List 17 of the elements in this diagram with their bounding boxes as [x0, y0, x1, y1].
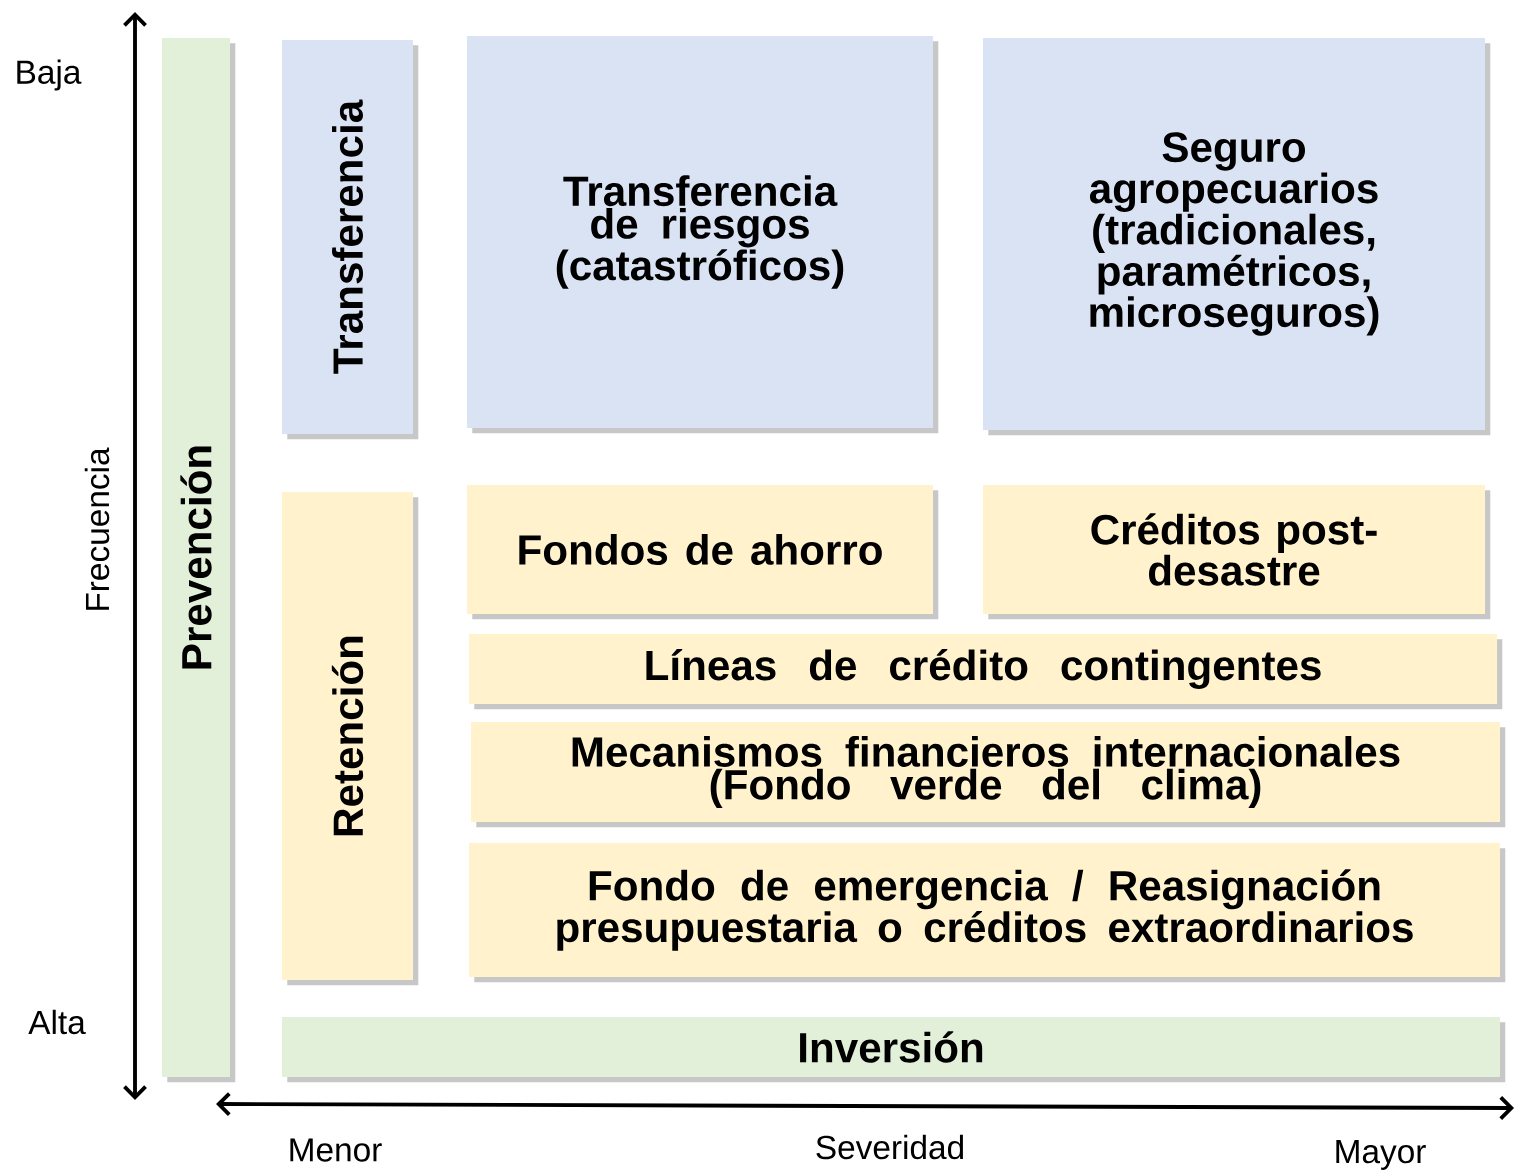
- instrument-box: Mecanismos financieros internacionales (Fondo verde del clima): [471, 722, 1506, 828]
- instrument-box: Líneas de crédito contingentes: [469, 634, 1503, 710]
- axis-title: Severidad: [816, 1134, 963, 1160]
- axis-label: Baja: [17, 59, 82, 91]
- band: Inversión: [282, 1017, 1506, 1083]
- band: Prevención: [162, 38, 236, 1083]
- instrument-box: Fondos de ahorro: [467, 485, 939, 620]
- category-box: Transferencia: [282, 40, 419, 440]
- axis-label: Mayor: [1336, 1140, 1426, 1170]
- instrument-box: Seguro agropecuarios (tradicionales, paramétricos, microseguros): [983, 38, 1491, 436]
- instrument-box: Transferencia de riesgos (catastróficos): [467, 36, 939, 434]
- instrument-box: Fondo de emergencia / Reasignación presupuestaria o créditos extraordinarios: [469, 843, 1506, 983]
- axis-label: Menor: [290, 1138, 382, 1162]
- axis-title: Frecuencia: [84, 447, 110, 610]
- instrument-box: Créditos post-desastre: [983, 485, 1491, 620]
- axis-label: Alta: [28, 1009, 86, 1035]
- category-box: Retención: [282, 492, 419, 986]
